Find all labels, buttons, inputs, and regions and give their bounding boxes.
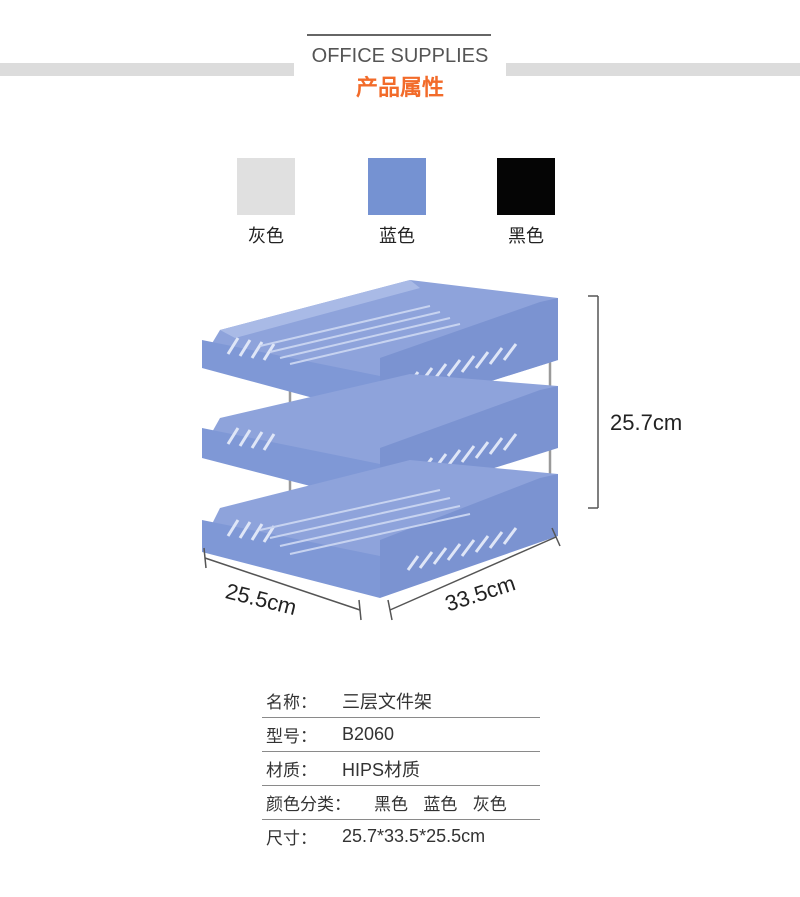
spec-key: 材质： xyxy=(266,761,317,781)
color-label-gray: 灰色 xyxy=(248,226,284,247)
spec-value: 25.7*33.5*25.5cm xyxy=(342,826,486,846)
header-rule xyxy=(307,34,491,36)
tray-tier-bottom xyxy=(202,460,558,598)
spec-key: 尺寸： xyxy=(266,829,317,849)
color-label-black: 黑色 xyxy=(508,226,544,247)
spec-row-name: 名称： 三层文件架 xyxy=(262,684,540,718)
spec-value: 三层文件架 xyxy=(342,691,432,712)
spec-key: 型号： xyxy=(266,727,317,747)
color-swatch-gray[interactable] xyxy=(237,158,295,215)
spec-key: 名称： xyxy=(266,693,317,713)
spec-table: 名称： 三层文件架 型号： B2060 材质： HIPS材质 颜色分类： 黑色 … xyxy=(262,684,540,853)
spec-row-color: 颜色分类： 黑色 蓝色 灰色 xyxy=(262,786,540,820)
color-swatch-blue[interactable] xyxy=(368,158,426,215)
section-title: OFFICE SUPPLIES xyxy=(311,45,489,67)
spec-row-model: 型号： B2060 xyxy=(262,718,540,752)
spec-value: HIPS材质 xyxy=(342,759,421,780)
product-image xyxy=(202,280,558,598)
header-bar-right xyxy=(506,63,800,76)
spec-row-material: 材质： HIPS材质 xyxy=(262,752,540,786)
spec-row-size: 尺寸： 25.7*33.5*25.5cm xyxy=(262,820,540,853)
spec-value: 黑色 蓝色 灰色 xyxy=(374,795,507,815)
section-subtitle: 产品属性 xyxy=(355,76,444,101)
color-swatch-black[interactable] xyxy=(497,158,555,215)
color-label-blue: 蓝色 xyxy=(379,226,415,247)
spec-key: 颜色分类： xyxy=(266,795,351,815)
header-bar-left xyxy=(0,63,294,76)
spec-value: B2060 xyxy=(342,724,395,744)
dimension-height: 25.7cm xyxy=(610,410,683,435)
